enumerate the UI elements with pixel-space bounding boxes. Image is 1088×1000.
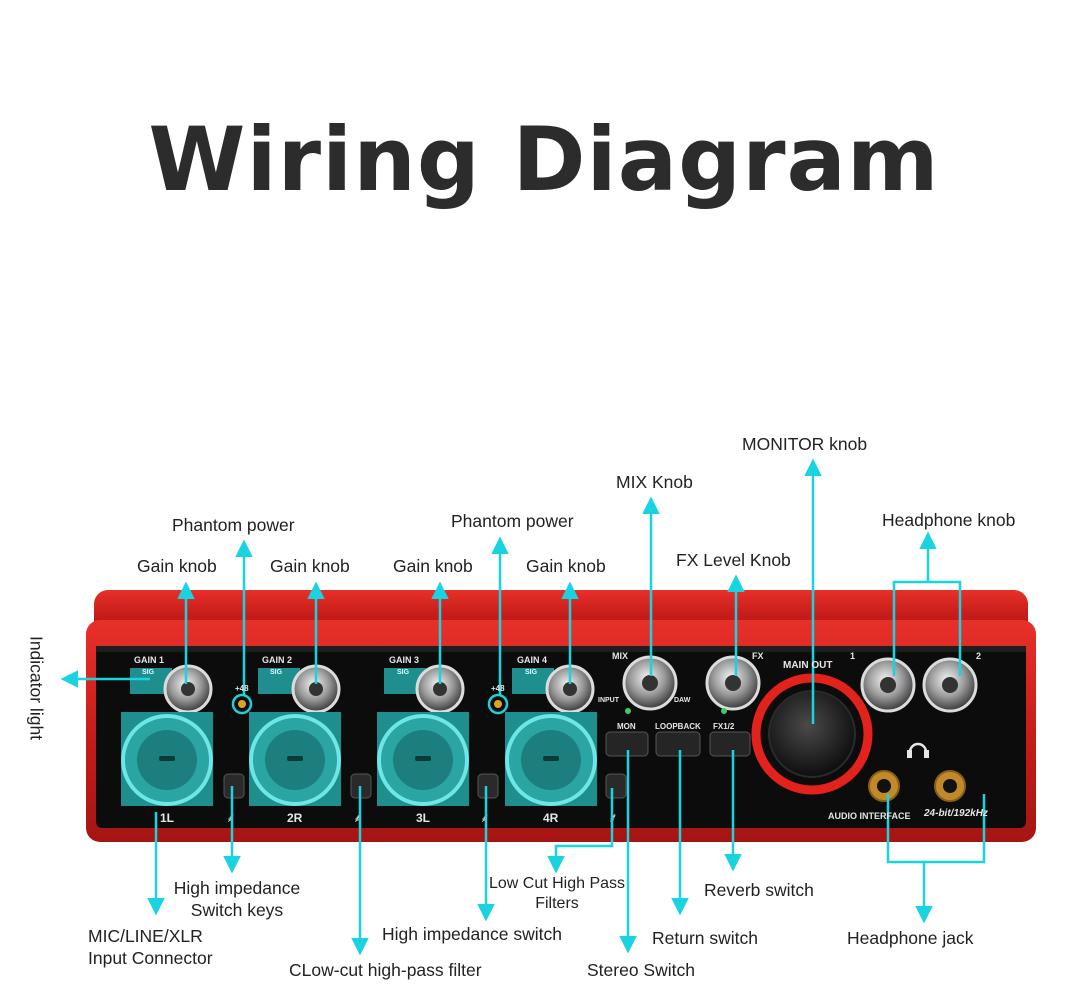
callout-high-impedance-keys-line2: Switch keys [190, 899, 284, 920]
fx-panel-label: FX [752, 651, 764, 661]
input-label-4: 4R [543, 811, 559, 825]
callout-stereo-switch: Stereo Switch [587, 960, 695, 980]
callout-gain-knob-1: Gain knob [137, 556, 217, 576]
callout-monitor-knob: MONITOR knob [742, 434, 868, 454]
gain-knob-1 [163, 664, 213, 714]
xlr-input-4 [505, 712, 597, 806]
gain-label-2: GAIN 2 [262, 655, 293, 665]
fx12-button-label: FX1/2 [713, 722, 735, 731]
callout-headphone-jack: Headphone jack [847, 928, 974, 948]
hp2-label: 2 [976, 651, 982, 661]
gain-label-1: GAIN 1 [134, 655, 165, 665]
callout-lines [60, 458, 986, 956]
hp1-label: 1 [850, 651, 856, 661]
xlr-input-3 [377, 712, 469, 806]
callout-low-cut-filters: Low Cut High Pass Filters [484, 874, 630, 914]
sig-label-3: SIG [397, 669, 410, 676]
low-cut-switch-2 [605, 773, 627, 799]
phantom-label-1: +48 [235, 684, 249, 693]
input-tag: INPUT [598, 697, 619, 704]
main-out-label: MAIN OUT [783, 660, 833, 671]
callout-gain-knob-4: Gain knob [526, 556, 606, 576]
input-label-3: 3L [416, 811, 431, 825]
callout-gain-knob-2: Gain knob [270, 556, 350, 576]
headphone-knob-1 [860, 657, 916, 713]
callout-clow-cut-filter: CLow-cut high-pass filter [289, 960, 482, 980]
callout-gain-knob-3: Gain knob [393, 556, 473, 576]
daw-tag: DAW [674, 697, 691, 704]
gain-knob-2 [291, 664, 341, 714]
callout-headphone-knob: Headphone knob [882, 510, 1016, 530]
model-text: AUDIO INTERFACE [828, 811, 911, 821]
callout-low-cut-line1: Low Cut High Pass [488, 875, 626, 892]
mon-button-label: MON [617, 722, 636, 731]
sig-label-2: SIG [270, 669, 283, 676]
hi-z-switch-2 [477, 773, 499, 799]
callout-mic-line-line1: MIC/LINE/XLR [88, 926, 203, 946]
xlr-input-1 [121, 712, 213, 806]
callout-mic-line-xlr: MIC/LINE/XLR Input Connector [88, 926, 213, 970]
headphone-jack-2 [934, 770, 966, 802]
phantom-led-2 [487, 693, 509, 715]
mix-knob [622, 655, 678, 711]
loopback-button-label: LOOPBACK [655, 722, 701, 731]
callout-indicator-light: Indicator light [26, 635, 47, 741]
headphone-jack-1 [868, 770, 900, 802]
fx12-button-body [709, 731, 751, 757]
xlr-input-2 [249, 712, 341, 806]
callout-high-impedance-keys-line1: High impedance [173, 878, 301, 898]
phantom-label-2: +48 [491, 684, 505, 693]
callout-high-impedance-switch: High impedance switch [382, 924, 562, 944]
loopback-button-body [655, 731, 701, 757]
gain-label-4: GAIN 4 [517, 655, 548, 665]
sig-label-4: SIG [525, 669, 538, 676]
mix-panel-label: MIX [612, 651, 629, 661]
input-label-2: 2R [287, 811, 303, 825]
callout-mix-knob: MIX Knob [616, 472, 693, 492]
fx-level-knob [705, 655, 761, 711]
svg-text:⸙: ⸙ [353, 811, 363, 826]
callout-phantom-power-2: Phantom power [451, 511, 574, 531]
spec-text: 24-bit/192kHz [924, 808, 988, 819]
headphone-knob-2 [922, 657, 978, 713]
headphone-icon [907, 742, 929, 758]
callout-mic-line-line2: Input Connector [88, 947, 213, 968]
gain-label-3: GAIN 3 [389, 655, 420, 665]
hi-z-switch-1 [223, 773, 245, 799]
callout-phantom-power-1: Phantom power [172, 515, 295, 535]
phantom-led-1 [231, 693, 253, 715]
callout-return-switch: Return switch [652, 928, 759, 948]
diagram-title: Wiring Diagram [148, 108, 940, 211]
callout-reverb-switch: Reverb switch [704, 880, 814, 900]
callout-fx-level-knob: FX Level Knob [676, 550, 791, 570]
callout-high-impedance-keys: High impedance Switch keys [162, 878, 312, 922]
sig-label-1: SIG [142, 669, 155, 676]
callout-low-cut-line2: Filters [535, 895, 579, 912]
input-label-1: 1L [160, 811, 175, 825]
